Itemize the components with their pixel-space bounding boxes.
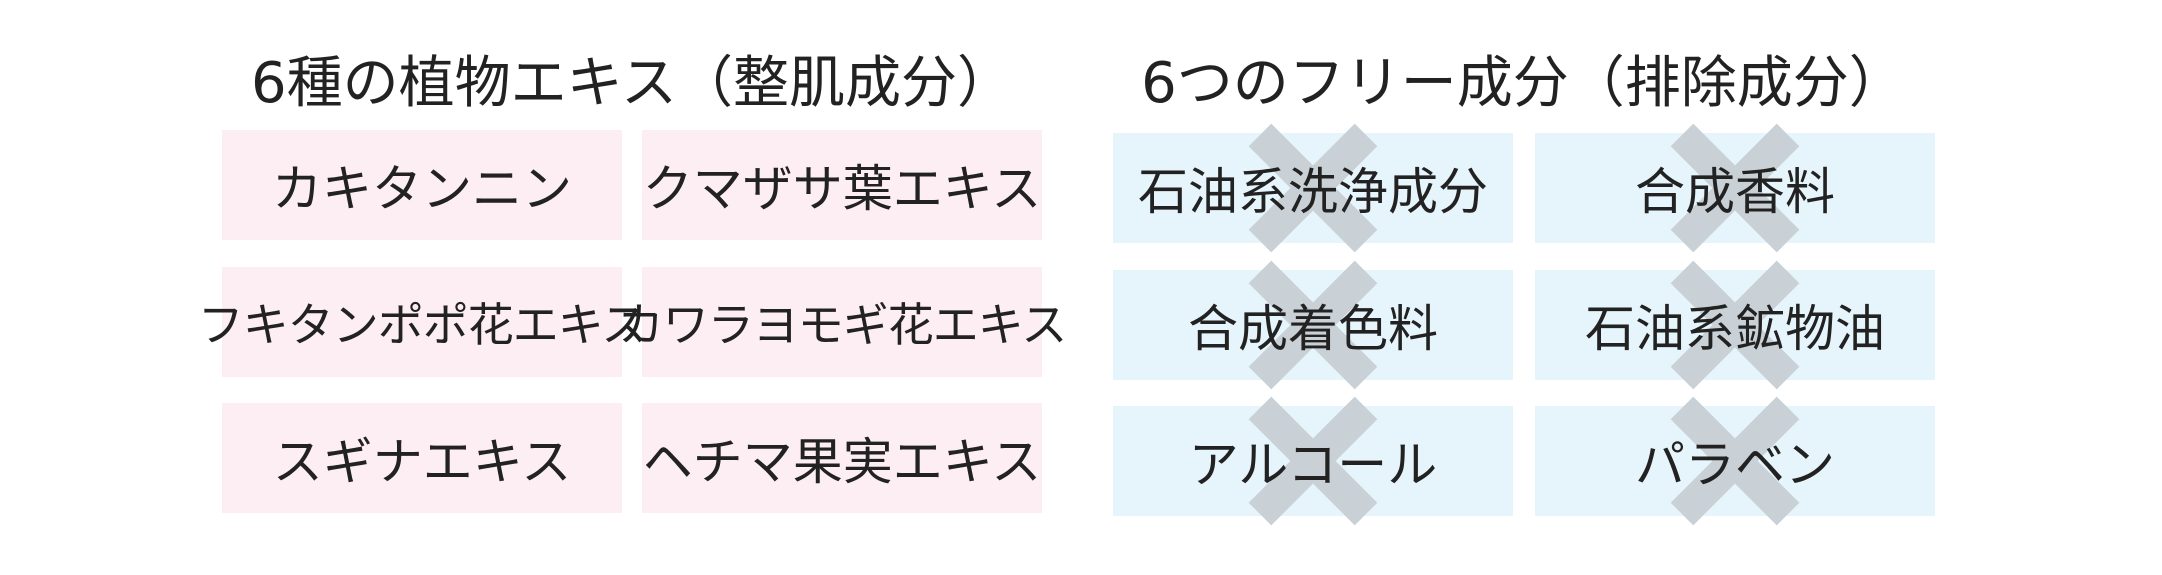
free-ingredients-title: 6つのフリー成分（排除成分） xyxy=(1141,51,1905,116)
free-ingredient-item: 合成香料 xyxy=(1535,133,1935,243)
plant-extract-label: ヘチマ果実エキス xyxy=(642,433,1042,491)
free-ingredient-item: 石油系鉱物油 xyxy=(1535,270,1935,380)
free-ingredient-label: 石油系洗浄成分 xyxy=(1138,163,1488,221)
plant-extracts-title: 6種の植物エキス（整肌成分） xyxy=(251,51,1013,116)
free-ingredient-label: アルコール xyxy=(1188,436,1438,494)
plant-extract-label: クマザサ葉エキス xyxy=(642,160,1042,218)
plant-extract-item: カワラヨモギ花エキス xyxy=(618,267,1067,377)
free-ingredient-label: 合成香料 xyxy=(1635,163,1835,221)
free-ingredient-label: パラベン xyxy=(1635,436,1835,494)
plant-extract-item: フキタンポポ花エキス xyxy=(198,267,647,377)
free-ingredient-item: 石油系洗浄成分 xyxy=(1113,133,1513,243)
plant-extract-label: フキタンポポ花エキス xyxy=(197,298,648,352)
plant-extract-label: カキタンニン xyxy=(272,160,572,218)
plant-extract-label: カワラヨモギ花エキス xyxy=(617,298,1068,352)
plant-extract-item: クマザサ葉エキス xyxy=(642,130,1042,240)
free-ingredient-label: 合成着色料 xyxy=(1188,300,1438,358)
free-ingredient-item: 合成着色料 xyxy=(1113,270,1513,380)
plant-extract-label: スギナエキス xyxy=(272,433,572,491)
free-ingredient-item: パラベン xyxy=(1535,406,1935,516)
free-ingredient-item: アルコール xyxy=(1113,406,1513,516)
plant-extract-item: カキタンニン xyxy=(222,130,622,240)
plant-extract-item: スギナエキス xyxy=(222,403,622,513)
plant-extract-item: ヘチマ果実エキス xyxy=(642,403,1042,513)
free-ingredient-label: 石油系鉱物油 xyxy=(1585,300,1885,358)
